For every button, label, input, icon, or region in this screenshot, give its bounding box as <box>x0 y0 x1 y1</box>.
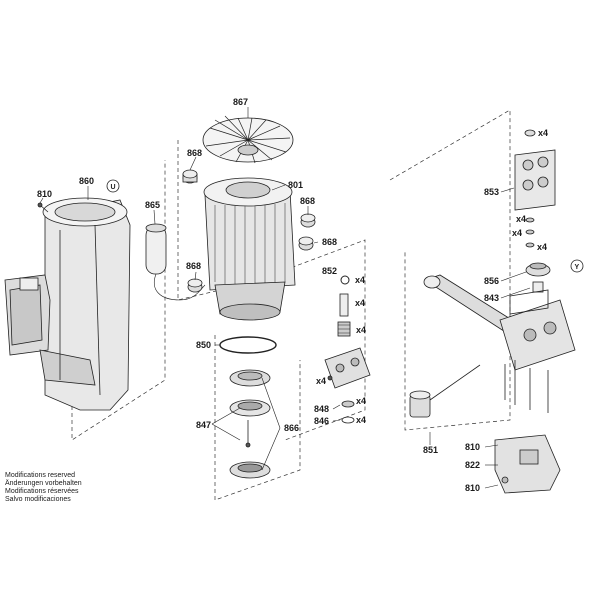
label-867: 867 <box>233 97 248 107</box>
label-853: 853 <box>484 187 499 197</box>
qty-848: x4 <box>356 396 366 406</box>
label-868-a: 868 <box>187 148 202 158</box>
damper-868-c <box>298 236 314 251</box>
label-860: 860 <box>79 176 94 186</box>
qty-852-c: x4 <box>356 325 366 335</box>
label-847: 847 <box>196 420 211 430</box>
label-810-left: 810 <box>37 189 52 199</box>
label-810-right-top: 810 <box>465 442 480 452</box>
qty-853-top: x4 <box>538 128 548 138</box>
qty-853-a: x4 <box>516 214 526 224</box>
label-868-c: 868 <box>322 237 337 247</box>
fan-part <box>202 115 294 164</box>
housing-part <box>4 197 131 411</box>
o-ring-850 <box>219 336 277 354</box>
label-868-b: 868 <box>300 196 315 206</box>
label-865: 865 <box>145 200 160 210</box>
part-labels: 867 868 801 868 868 868 865 810 860 850 … <box>37 97 499 493</box>
screw-810-left <box>37 202 49 213</box>
label-848: 848 <box>314 404 329 414</box>
symbol-u: U <box>106 179 120 193</box>
label-850: 850 <box>196 340 211 350</box>
label-868-d: 868 <box>186 261 201 271</box>
label-852: 852 <box>322 266 337 276</box>
leader-lines <box>39 107 531 489</box>
damper-868-b <box>300 213 316 228</box>
label-846: 846 <box>314 416 329 426</box>
valve-cap-856 <box>525 262 551 293</box>
damper-868-a <box>182 169 198 184</box>
label-822: 822 <box>465 460 480 470</box>
capacitor-part <box>145 223 206 301</box>
damper-868-d <box>187 278 203 293</box>
label-866: 866 <box>284 423 299 433</box>
modification-notes: Modifications reserved Änderungen vorbeh… <box>5 472 82 503</box>
pump-head-group-outline <box>389 109 511 431</box>
label-810-right-bottom: 810 <box>465 483 480 493</box>
pump-head-assembly <box>409 274 576 418</box>
label-851: 851 <box>423 445 438 455</box>
symbol-y: Y <box>570 259 584 273</box>
note-es: Salvo modificaciones <box>5 496 71 503</box>
qty-853-b: x4 <box>512 228 522 238</box>
note-fr: Modifications réservées <box>5 488 79 495</box>
label-856: 856 <box>484 276 499 286</box>
motor-part <box>203 177 296 321</box>
bracket-822 <box>494 434 561 494</box>
qty-852-b: x4 <box>355 298 365 308</box>
group-outlines <box>71 109 511 501</box>
qty-852-a: x4 <box>355 275 365 285</box>
qty-852-d: x4 <box>316 376 326 386</box>
seal-stack <box>229 369 271 479</box>
valve-group-outline <box>284 239 366 441</box>
note-de: Änderungen vorbehalten <box>5 479 82 487</box>
note-en: Modifications reserved <box>5 472 75 479</box>
label-843: 843 <box>484 293 499 303</box>
qty-853-c: x4 <box>537 242 547 252</box>
label-801: 801 <box>288 180 303 190</box>
pump-valves-853 <box>514 129 556 248</box>
svg-text:Y: Y <box>575 264 580 271</box>
svg-text:U: U <box>111 184 116 191</box>
seal-group-outline <box>214 335 301 501</box>
quantity-labels: x4 x4 x4 x4 x4 x4 x4 x4 x4 x4 <box>316 128 548 425</box>
qty-846: x4 <box>356 415 366 425</box>
valve-parts-852 <box>324 275 371 424</box>
